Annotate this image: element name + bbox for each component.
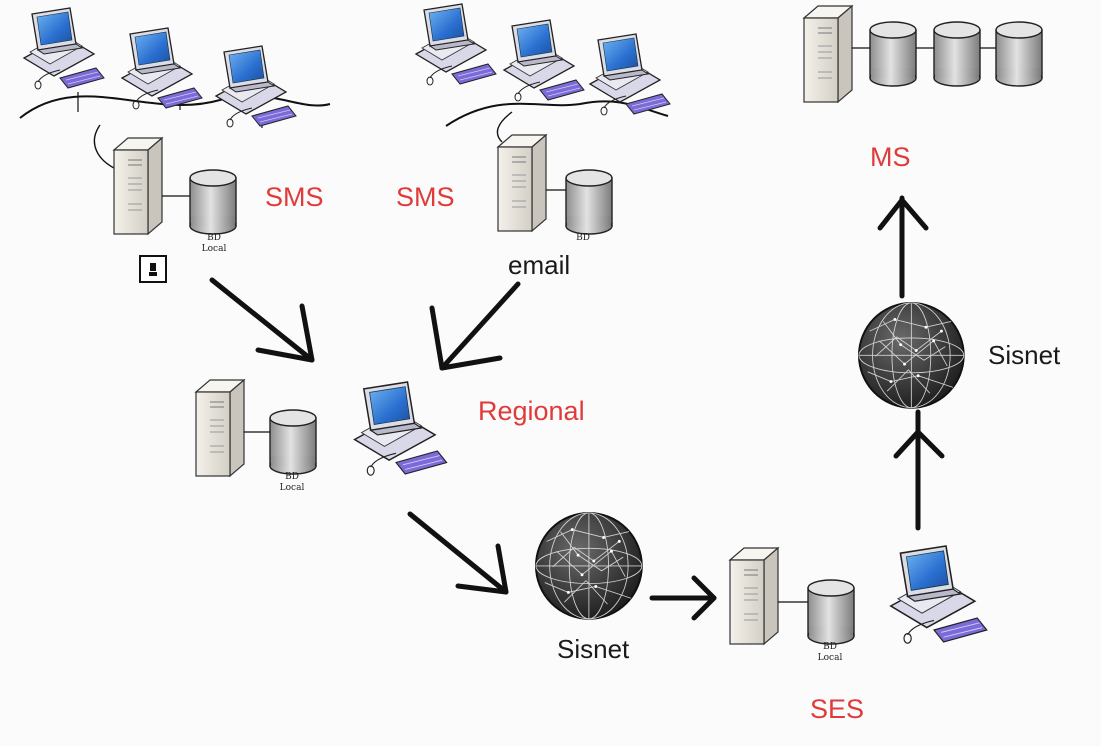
db-caption-line: BD: [207, 233, 221, 243]
database-icon: [995, 21, 1043, 87]
arrow-sms-right-to-regional: [429, 281, 521, 371]
globe-icon: [858, 302, 965, 409]
db-caption-sms-right: BD: [568, 233, 598, 244]
floppy-disk-icon: [139, 255, 167, 283]
arrow-sms-left-to-regional: [209, 277, 315, 363]
server-icon: [729, 547, 779, 645]
server-icon: [113, 137, 163, 235]
arrow-sisnet-to-ms: [877, 195, 929, 299]
email-label: email: [508, 250, 571, 280]
database-icon: [269, 409, 317, 475]
db-caption-sms-left: BD Local: [196, 233, 232, 255]
db-caption-line: Local: [279, 483, 305, 493]
database-icon: [565, 169, 613, 235]
arrow-ses-to-sisnet: [893, 409, 945, 531]
ses-label: SES: [810, 694, 865, 724]
sisnet-right-label: Sisnet: [988, 340, 1061, 370]
workstation-icon: [215, 45, 297, 128]
arrow-sisnet-to-ses: [649, 575, 717, 621]
regional-cluster: [195, 379, 448, 477]
db-caption-line: BD: [285, 472, 299, 482]
sms-right-label: SMS: [396, 182, 455, 212]
database-icon: [869, 21, 917, 87]
workstation-icon: [23, 7, 105, 90]
db-caption-line: Local: [201, 244, 227, 254]
sms-right-cluster: [415, 3, 671, 235]
ms-cluster: [803, 5, 1043, 103]
db-caption-line: BD: [576, 233, 590, 243]
server-icon: [803, 5, 853, 103]
database-icon: [807, 579, 855, 645]
server-icon: [497, 134, 547, 232]
sms-left-cluster: [19, 7, 331, 283]
globe-icon: [535, 511, 643, 620]
workstation-icon: [503, 19, 585, 102]
ms-label: MS: [870, 142, 911, 172]
database-icon: [189, 169, 237, 235]
workstation-icon: [353, 381, 448, 476]
workstation-icon: [589, 33, 671, 116]
ses-cluster: [729, 545, 988, 645]
workstation-icon: [890, 545, 988, 644]
sms-left-label: SMS: [265, 182, 324, 212]
db-caption-line: Local: [817, 653, 843, 663]
workstation-icon: [415, 3, 497, 86]
regional-label: Regional: [478, 396, 585, 426]
workstation-icon: [121, 27, 203, 110]
db-caption-ses: BD Local: [812, 642, 848, 664]
arrow-regional-to-sisnet: [407, 511, 509, 595]
database-icon: [933, 21, 981, 87]
sisnet-bottom-label: Sisnet: [557, 634, 630, 664]
network-bus-line: [19, 94, 331, 119]
db-caption-regional: BD Local: [274, 472, 310, 494]
server-icon: [195, 379, 245, 477]
db-caption-line: BD: [823, 642, 837, 652]
